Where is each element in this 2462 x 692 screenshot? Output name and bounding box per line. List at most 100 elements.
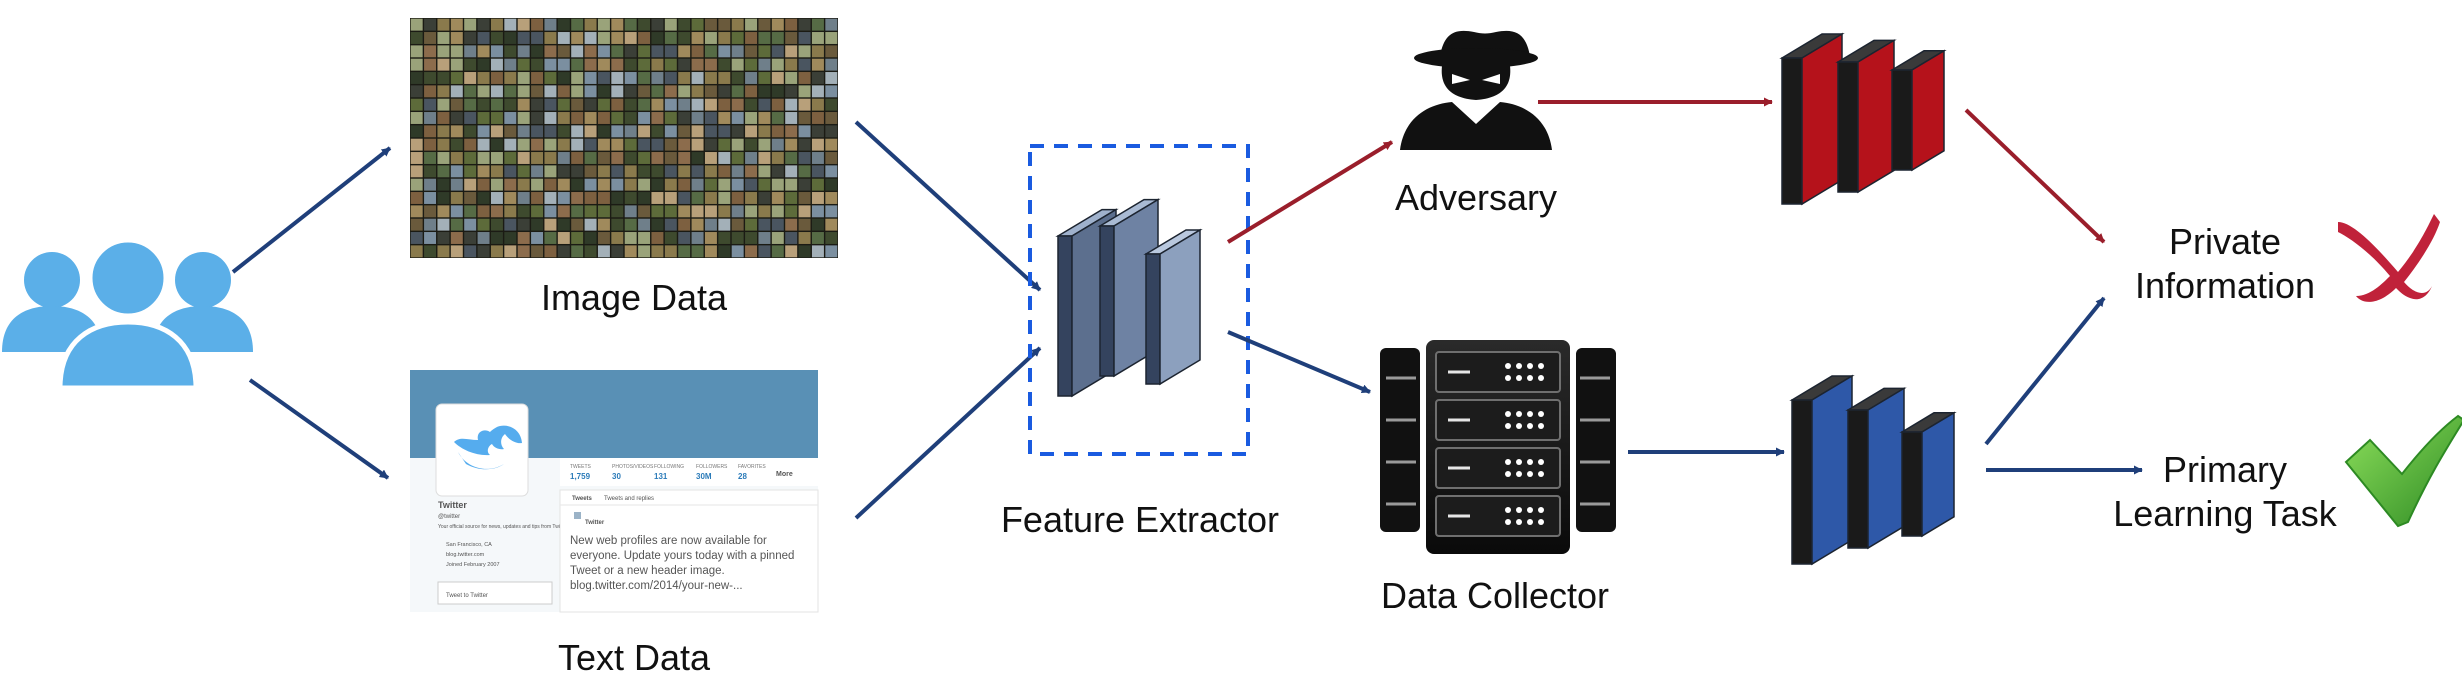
mosaic-thumbnail [477, 245, 490, 258]
mosaic-thumbnail [464, 192, 477, 204]
twitter-profile-bio: Your official source for news, updates a… [438, 524, 578, 530]
mosaic-thumbnail [490, 125, 503, 138]
mosaic-thumbnail [424, 152, 437, 164]
mosaic-thumbnail [557, 125, 570, 138]
mosaic-thumbnail [745, 192, 758, 204]
twitter-more-menu[interactable]: More [776, 471, 793, 478]
mosaic-thumbnail [798, 192, 811, 204]
mosaic-thumbnail [651, 152, 664, 164]
mosaic-thumbnail [691, 32, 704, 44]
mosaic-thumbnail [584, 245, 597, 258]
mosaic-thumbnail [624, 125, 637, 138]
twitter-stat-value: 30 [612, 472, 621, 481]
mosaic-thumbnail [771, 45, 784, 58]
mosaic-thumbnail [410, 138, 423, 151]
twitter-profile-handle: @twitter [438, 514, 460, 520]
arrow-text-to-extractor [854, 346, 1042, 520]
mosaic-thumbnail [464, 152, 477, 164]
mosaic-thumbnail [504, 45, 517, 58]
mosaic-thumbnail [651, 32, 664, 44]
mosaic-thumbnail [785, 125, 798, 138]
mosaic-thumbnail [544, 138, 557, 151]
mosaic-thumbnail [651, 125, 664, 138]
mosaic-thumbnail [798, 165, 811, 178]
mosaic-thumbnail [464, 125, 477, 138]
mosaic-thumbnail [651, 165, 664, 178]
twitter-tab-tweets[interactable]: Tweets [572, 496, 593, 502]
twitter-tab-replies[interactable]: Tweets and replies [604, 496, 654, 502]
mosaic-thumbnail [517, 125, 530, 138]
mosaic-thumbnail [410, 58, 423, 71]
mosaic-thumbnail [557, 245, 570, 258]
mosaic-thumbnail [678, 232, 691, 244]
cross-icon [2338, 214, 2440, 302]
mosaic-thumbnail [704, 178, 717, 191]
mosaic-thumbnail [584, 178, 597, 191]
mosaic-thumbnail [745, 125, 758, 138]
tweet-link[interactable]: blog.twitter.com/2014/your-new-... [570, 580, 743, 592]
mosaic-thumbnail [517, 205, 530, 218]
mosaic-thumbnail [638, 45, 651, 58]
mosaic-thumbnail [464, 45, 477, 58]
mosaic-thumbnail [437, 98, 450, 111]
mosaic-thumbnail [731, 125, 744, 138]
mosaic-thumbnail [557, 218, 570, 231]
mosaic-thumbnail [704, 32, 717, 44]
mosaic-thumbnail [544, 72, 557, 84]
mosaic-thumbnail [424, 98, 437, 111]
mosaic-thumbnail [825, 178, 838, 191]
mosaic-thumbnail [410, 72, 423, 84]
mosaic-thumbnail [718, 138, 731, 151]
mosaic-thumbnail [678, 18, 691, 31]
mosaic-thumbnail [718, 32, 731, 44]
mosaic-thumbnail [811, 138, 824, 151]
mosaic-thumbnail [557, 18, 570, 31]
mosaic-thumbnail [557, 32, 570, 44]
mosaic-thumbnail [678, 205, 691, 218]
mosaic-thumbnail [718, 45, 731, 58]
mosaic-thumbnail [517, 192, 530, 204]
mosaic-thumbnail [758, 245, 771, 258]
mosaic-thumbnail [531, 18, 544, 31]
mosaic-thumbnail [597, 45, 610, 58]
twitter-profile-name: Twitter [438, 500, 467, 510]
mosaic-thumbnail [785, 205, 798, 218]
mosaic-thumbnail [597, 218, 610, 231]
mosaic-thumbnail [624, 58, 637, 71]
mosaic-thumbnail [531, 205, 544, 218]
mosaic-thumbnail [731, 72, 744, 84]
mosaic-thumbnail [651, 45, 664, 58]
mosaic-thumbnail [571, 245, 584, 258]
mosaic-thumbnail [745, 205, 758, 218]
mosaic-thumbnail [571, 32, 584, 44]
mosaic-thumbnail [678, 125, 691, 138]
mosaic-thumbnail [611, 138, 624, 151]
mosaic-thumbnail [745, 245, 758, 258]
mosaic-thumbnail [758, 58, 771, 71]
mosaic-thumbnail [410, 178, 423, 191]
mosaic-thumbnail [544, 218, 557, 231]
mosaic-thumbnail [437, 58, 450, 71]
mosaic-thumbnail [691, 152, 704, 164]
mosaic-thumbnail [785, 18, 798, 31]
mosaic-thumbnail [758, 232, 771, 244]
mosaic-thumbnail [678, 98, 691, 111]
attack-model-layer-3 [1889, 49, 1947, 172]
mosaic-thumbnail [678, 45, 691, 58]
mosaic-thumbnail [410, 85, 423, 98]
users-icon [2, 237, 253, 391]
mosaic-thumbnail [825, 192, 838, 204]
mosaic-thumbnail [611, 45, 624, 58]
mosaic-thumbnail [704, 45, 717, 58]
twitter-bird-icon [454, 425, 522, 470]
mosaic-thumbnail [785, 165, 798, 178]
mosaic-thumbnail [798, 18, 811, 31]
mosaic-thumbnail [517, 98, 530, 111]
mosaic-thumbnail [624, 192, 637, 204]
mosaic-thumbnail [517, 112, 530, 124]
mosaic-thumbnail [531, 245, 544, 258]
mosaic-thumbnail [504, 138, 517, 151]
mosaic-thumbnail [651, 58, 664, 71]
tweet-to-box[interactable] [437, 581, 553, 605]
mosaic-thumbnail [664, 178, 677, 191]
